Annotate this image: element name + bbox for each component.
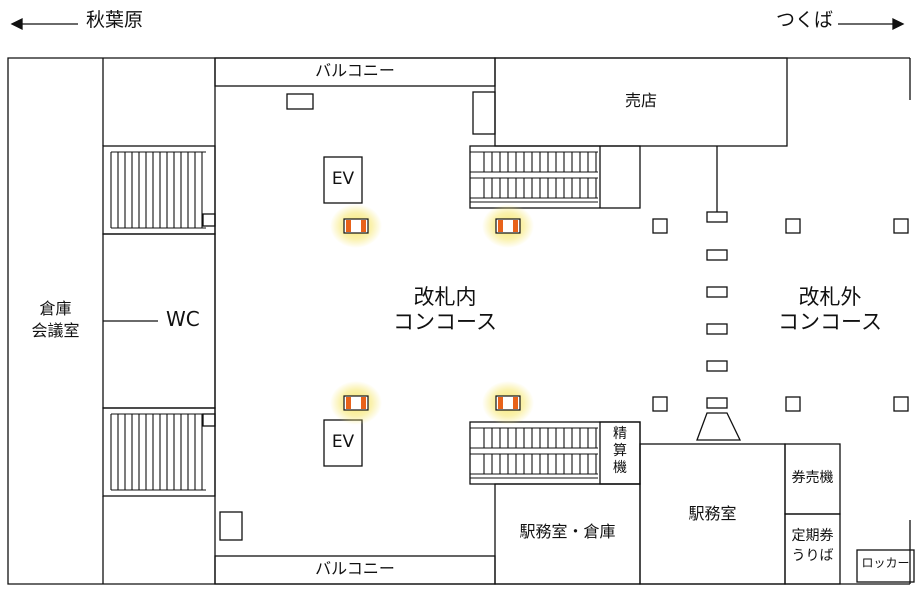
pillar (893, 396, 909, 412)
locker-label: ロッカー (861, 556, 910, 570)
arrow-right-icon (838, 17, 905, 31)
commuter-pass-label-2: うりば (791, 548, 834, 564)
escalator-top (469, 145, 641, 209)
storage-label: 倉庫 (39, 299, 72, 318)
locker-room (856, 549, 915, 583)
pillar (652, 396, 668, 412)
outside-concourse-label-2: コンコース (778, 310, 882, 334)
gate-box (706, 211, 728, 223)
ev-bottom-label: EV (331, 432, 355, 452)
small-box (286, 93, 314, 110)
pillar (652, 218, 668, 234)
arrow-left-icon (10, 17, 78, 31)
office-storage-label: 駅務室・倉庫 (519, 522, 616, 541)
ticket-machine-label: 券売機 (791, 470, 834, 486)
outside-concourse-label-1: 改札外 (798, 285, 862, 309)
station-office-label: 駅務室 (688, 504, 737, 523)
pillar (785, 218, 801, 234)
direction-right-label: つくば (776, 9, 834, 31)
small-box (472, 91, 496, 135)
balcony-top-label: バルコニー (315, 61, 395, 80)
gate-box (706, 323, 728, 335)
commuter-pass-label-1: 定期券 (791, 528, 834, 544)
small-box (202, 213, 216, 227)
gate-box (706, 249, 728, 261)
inside-concourse-label-2: コンコース (393, 310, 497, 334)
stairs-bottom (102, 407, 216, 497)
gate-trapezoid (696, 412, 742, 441)
ticket-gate-icon (495, 218, 521, 234)
inside-concourse-label-1: 改札内 (413, 285, 477, 309)
balcony-bottom-label: バルコニー (315, 559, 395, 578)
ticket-gate-icon (495, 395, 521, 411)
direction-left-label: 秋葉原 (86, 9, 144, 31)
gate-box (706, 360, 728, 372)
kiosk-label: 売店 (624, 91, 657, 110)
gate-box (706, 397, 728, 409)
pillar (893, 218, 909, 234)
meeting-room-label: 会議室 (31, 321, 80, 340)
small-box (219, 511, 243, 541)
seisanki-label: 精算機 (613, 426, 627, 476)
pillar (785, 396, 801, 412)
gate-box (706, 286, 728, 298)
stairs-top (102, 145, 216, 235)
elevator-top (323, 156, 363, 204)
ticket-gate-icon (343, 395, 369, 411)
commuter-pass-room (784, 513, 841, 585)
wc-label: WC (166, 307, 200, 331)
small-box (202, 413, 216, 427)
ticket-gate-icon (343, 218, 369, 234)
ev-top-label: EV (331, 169, 355, 189)
